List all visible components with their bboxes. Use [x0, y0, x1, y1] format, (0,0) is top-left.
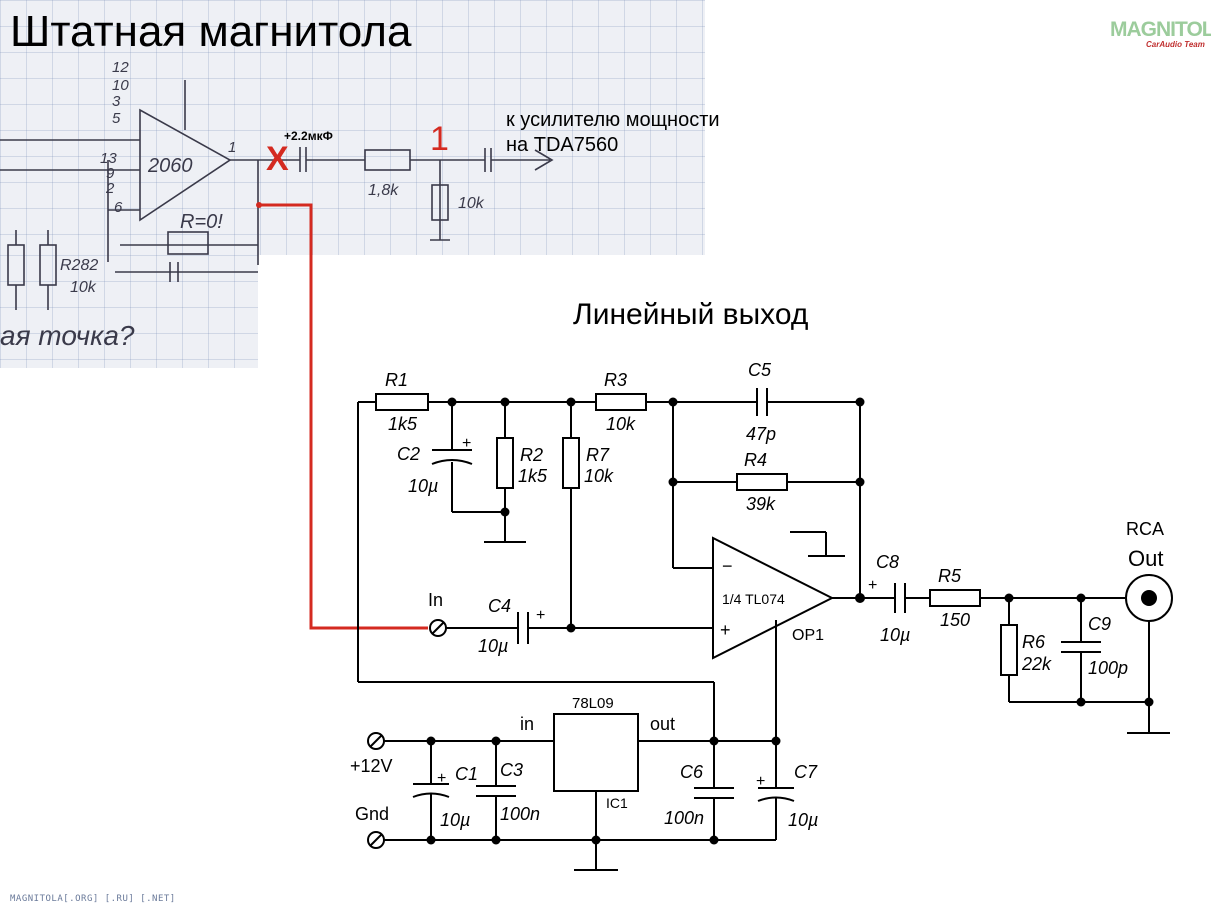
cut-mark: X: [266, 140, 289, 178]
opamp-label: 1/4 TL074: [722, 591, 785, 607]
sketch-chip-label: 2060: [147, 155, 193, 177]
sketch-background-lower: [0, 255, 258, 368]
sketch-background: [0, 0, 705, 255]
r5-resistor: [929, 589, 981, 607]
c7-plus: +: [756, 773, 765, 790]
point-1-mark: 1: [430, 120, 449, 158]
r1-label: R1: [385, 370, 408, 390]
c4-label: C4: [488, 596, 511, 616]
sketch-pin-12: 12: [112, 59, 129, 76]
r7-value: 10k: [584, 466, 614, 486]
c6-label: C6: [680, 762, 704, 782]
sketch-pin-out: 1: [228, 139, 236, 156]
rca-out-label: Out: [1128, 546, 1163, 571]
r7-label: R7: [586, 445, 610, 465]
sketch-r-note: R=0!: [180, 211, 223, 233]
c4-value: 10µ: [478, 636, 508, 656]
r2-label: R2: [520, 445, 543, 465]
sketch-r-mid: 1,8k: [368, 182, 399, 199]
c7-value: 10µ: [788, 810, 818, 830]
sketch-pin-9: 9: [106, 165, 115, 182]
rca-label: RCA: [1126, 519, 1164, 539]
r1-value: 1k5: [388, 414, 418, 434]
page-title: Штатная магнитола: [10, 7, 412, 56]
c7-label: C7: [794, 762, 818, 782]
r3-label: R3: [604, 370, 627, 390]
c3-value: 100n: [500, 804, 540, 824]
r7-resistor: [562, 437, 580, 489]
r3-value: 10k: [606, 414, 636, 434]
c9-value: 100p: [1088, 658, 1128, 678]
plus12v-label: +12V: [350, 756, 393, 776]
r1-resistor: [375, 393, 429, 411]
sketch-pin-10: 10: [112, 77, 129, 94]
sketch-r-left: R282: [60, 257, 98, 274]
sketch-opamp: [139, 108, 232, 222]
r2-resistor: [496, 437, 514, 489]
r5-label: R5: [938, 566, 962, 586]
cap-label: +2.2мкФ: [284, 129, 333, 143]
opamp-name: OP1: [792, 627, 824, 644]
c2-value: 10µ: [408, 476, 438, 496]
r6-resistor: [1000, 624, 1018, 676]
regulator-in: in: [520, 714, 534, 734]
rca-jack: [1125, 574, 1173, 622]
c8-plus: +: [868, 577, 877, 594]
ic1-label: IC1: [606, 795, 628, 811]
sketch-pin-3: 3: [112, 93, 121, 110]
r6-label: R6: [1022, 632, 1046, 652]
c5-label: C5: [748, 360, 772, 380]
sketch-pin-2: 2: [105, 180, 115, 197]
c1-label: C1: [455, 764, 478, 784]
c9-label: C9: [1088, 614, 1111, 634]
c1-plus: +: [437, 770, 446, 787]
opamp-plus: +: [720, 620, 731, 640]
sketch-pin-5: 5: [112, 110, 121, 127]
regulator-label: 78L09: [572, 695, 614, 712]
opamp-minus: −: [722, 556, 733, 576]
r6-value: 22k: [1021, 654, 1052, 674]
sketch-r-left-val: 10k: [70, 279, 97, 296]
sketch-diagram: 2060 12 10 3 5 13 9 2 6 1 R=0! R282 10k …: [0, 59, 554, 351]
sketch-bottom-note: ая точка?: [0, 320, 135, 351]
amplifier-note: к усилителю мощности на TDA7560: [506, 108, 720, 158]
c5-value: 47p: [746, 424, 776, 444]
regulator-out: out: [650, 714, 675, 734]
red-connection-wire: [259, 203, 428, 630]
c2-label: C2: [397, 444, 420, 464]
gnd-label: Gnd: [355, 804, 389, 824]
r5-value: 150: [940, 610, 970, 630]
schematic-title: Линейный выход: [573, 298, 809, 331]
c8-value: 10µ: [880, 625, 910, 645]
c3-label: C3: [500, 760, 523, 780]
c6-value: 100n: [664, 808, 704, 828]
r4-value: 39k: [746, 494, 776, 514]
amplifier-note-line1: к усилителю мощности: [506, 109, 720, 131]
r3-resistor: [595, 393, 647, 411]
in-label: In: [428, 590, 443, 610]
r2-value: 1k5: [518, 466, 548, 486]
magnitola-logo: MAGNITOLA: [1110, 18, 1211, 41]
r4-label: R4: [744, 450, 767, 470]
footer-text: MAGNITOLA[.ORG] [.RU] [.NET]: [10, 894, 176, 904]
sketch-pin-6: 6: [114, 199, 123, 216]
c2-plus: +: [462, 435, 471, 452]
amplifier-note-line2: на TDA7560: [506, 134, 619, 156]
r4-resistor: [736, 473, 788, 491]
c1-value: 10µ: [440, 810, 470, 830]
sketch-pin-13: 13: [100, 150, 117, 167]
c4-plus: +: [536, 607, 545, 624]
regulator-78l09: [553, 713, 639, 792]
c8-label: C8: [876, 552, 899, 572]
sketch-r-right: 10k: [458, 195, 485, 212]
opamp-op1: [712, 536, 835, 660]
logo-subtitle: CarAudio Team: [1146, 40, 1205, 49]
